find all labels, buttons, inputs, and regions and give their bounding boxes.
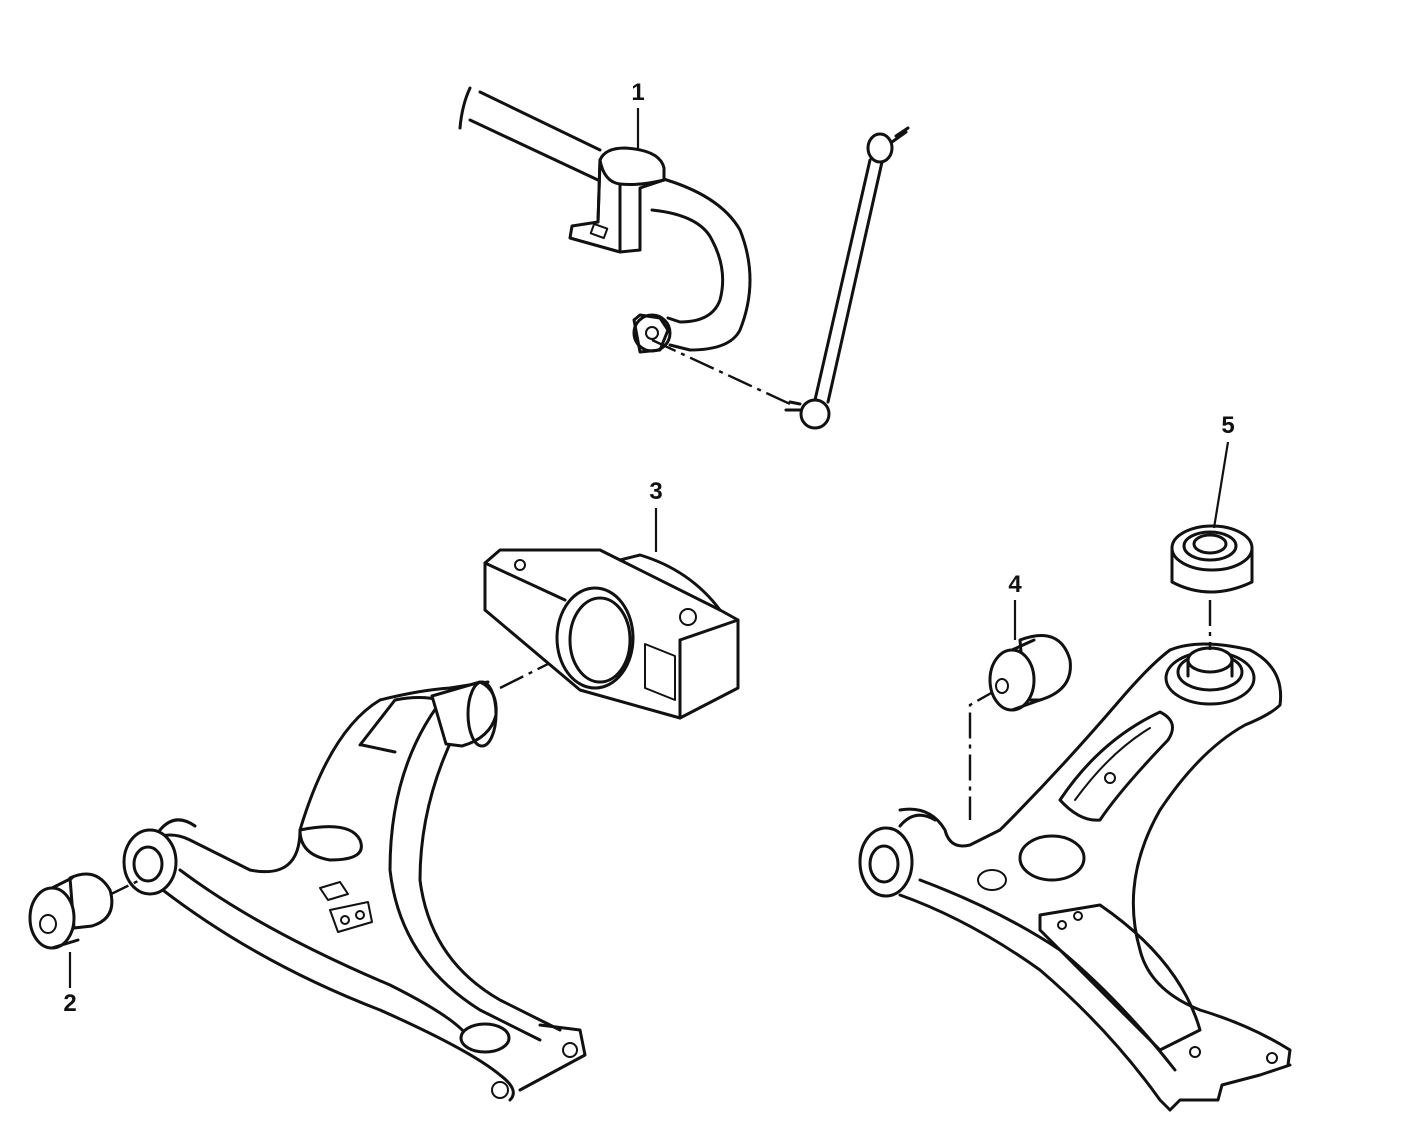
callout-2-label: 2 <box>63 990 76 1017</box>
callout-5-label: 5 <box>1221 412 1234 439</box>
stabilizer-bar <box>458 86 752 354</box>
callout-5: 5 <box>1212 412 1235 529</box>
link-mount-axis <box>651 338 791 406</box>
bushing-4-axis <box>968 686 1001 820</box>
control-arm-left <box>122 680 587 1102</box>
control-arm-right <box>858 642 1292 1112</box>
callout-3-label: 3 <box>649 478 662 505</box>
stabilizer-link <box>784 126 910 430</box>
callout-3: 3 <box>649 478 663 552</box>
callout-1-label: 1 <box>631 79 644 106</box>
bushing-2 <box>28 872 114 950</box>
bushing-5 <box>1170 524 1254 594</box>
callout-1: 1 <box>631 79 645 150</box>
callout-2: 2 <box>63 952 77 1017</box>
bushing-3-housing <box>483 548 740 720</box>
callout-4-label: 4 <box>1008 571 1022 598</box>
stabilizer-bushing-clamp <box>568 146 666 254</box>
bushing-4 <box>988 634 1072 712</box>
callout-4: 4 <box>1008 571 1022 640</box>
